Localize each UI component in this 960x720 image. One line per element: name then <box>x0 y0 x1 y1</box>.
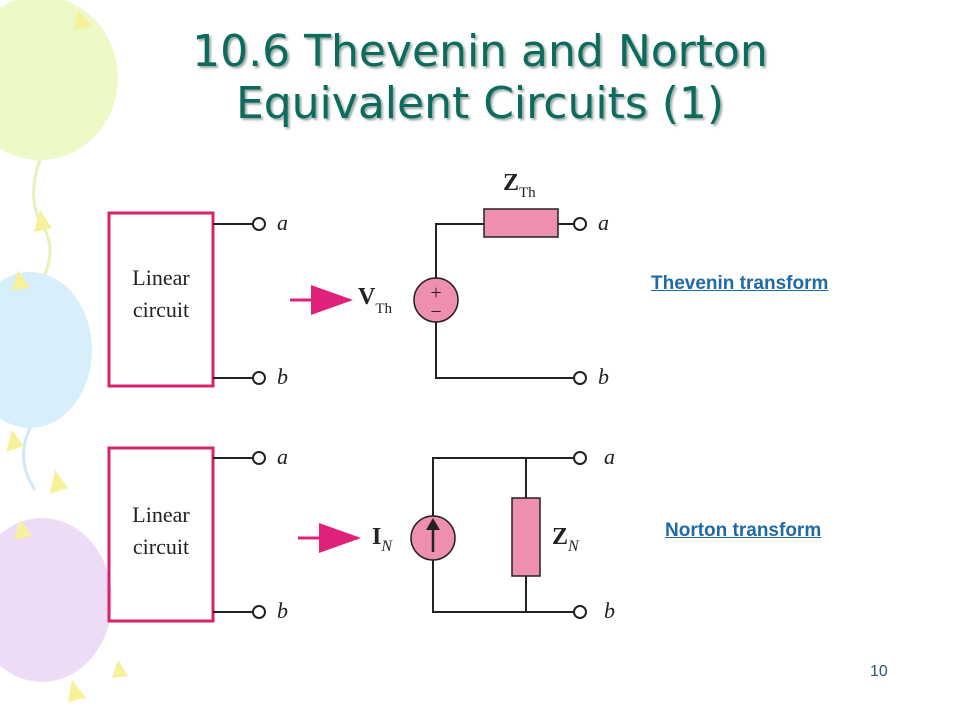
terminal-node <box>573 451 587 465</box>
terminal-a-label: a <box>277 444 288 469</box>
slide-number: 10 <box>870 663 888 680</box>
wire <box>432 457 574 516</box>
terminal-b-label: b <box>598 364 609 389</box>
confetti <box>12 270 30 290</box>
linear-circuit-block <box>107 211 215 388</box>
linear-circuit-block <box>107 446 215 623</box>
terminal-node <box>573 371 587 385</box>
wire <box>435 322 574 379</box>
confetti <box>6 430 24 452</box>
block-label-line-2: circuit <box>133 297 189 322</box>
thevenin-transform-link[interactable]: Thevenin transform <box>651 273 829 294</box>
confetti <box>74 10 92 30</box>
slide-title-line-1: 10.6 Thevenin and Norton <box>192 26 768 77</box>
norton-transform-link[interactable]: Norton transform <box>665 520 822 541</box>
slide-title: 10.6 Thevenin and Norton Equivalent Circ… <box>60 26 900 130</box>
terminal-b-label: b <box>604 598 615 623</box>
current-arrow-head-icon <box>426 518 440 530</box>
green-balloon <box>0 0 118 160</box>
terminal-b-label: b <box>277 598 288 623</box>
norton-diagram: Linear circuit a b IN ZN a b <box>107 444 615 623</box>
minus-sign: − <box>430 301 441 323</box>
confetti <box>112 660 128 678</box>
confetti <box>68 680 86 702</box>
norton-impedance <box>511 497 541 577</box>
block-label-line-2: circuit <box>133 534 189 559</box>
terminal-a-label: a <box>598 210 609 235</box>
block-label-line-1: Linear <box>132 265 190 290</box>
blue-balloon-string <box>22 427 37 491</box>
blue-balloon <box>0 272 92 428</box>
thevenin-impedance-label: ZTh <box>503 170 536 201</box>
norton-impedance-label: ZN <box>552 524 580 555</box>
plus-sign: + <box>430 282 441 304</box>
purple-balloon <box>0 518 112 682</box>
wire <box>435 223 484 278</box>
terminal-node <box>252 605 266 619</box>
terminal-node <box>252 217 266 231</box>
terminal-node <box>573 217 587 231</box>
thevenin-diagram: Linear circuit a b VTh a ZTh + − b <box>107 170 609 389</box>
terminal-a-label: a <box>277 210 288 235</box>
confetti <box>50 470 68 494</box>
slide-title-line-2: Equivalent Circuits (1) <box>235 78 725 129</box>
terminal-node <box>252 371 266 385</box>
terminal-a-label: a <box>604 444 615 469</box>
norton-source-label: IN <box>372 524 393 555</box>
wire <box>432 560 574 613</box>
terminal-node <box>573 605 587 619</box>
thevenin-source-label: VTh <box>358 284 393 317</box>
terminal-node <box>252 451 266 465</box>
terminal-b-label: b <box>277 364 288 389</box>
confetti <box>14 520 32 540</box>
confetti <box>34 210 52 232</box>
thevenin-impedance <box>483 208 559 238</box>
block-label-line-1: Linear <box>132 502 190 527</box>
